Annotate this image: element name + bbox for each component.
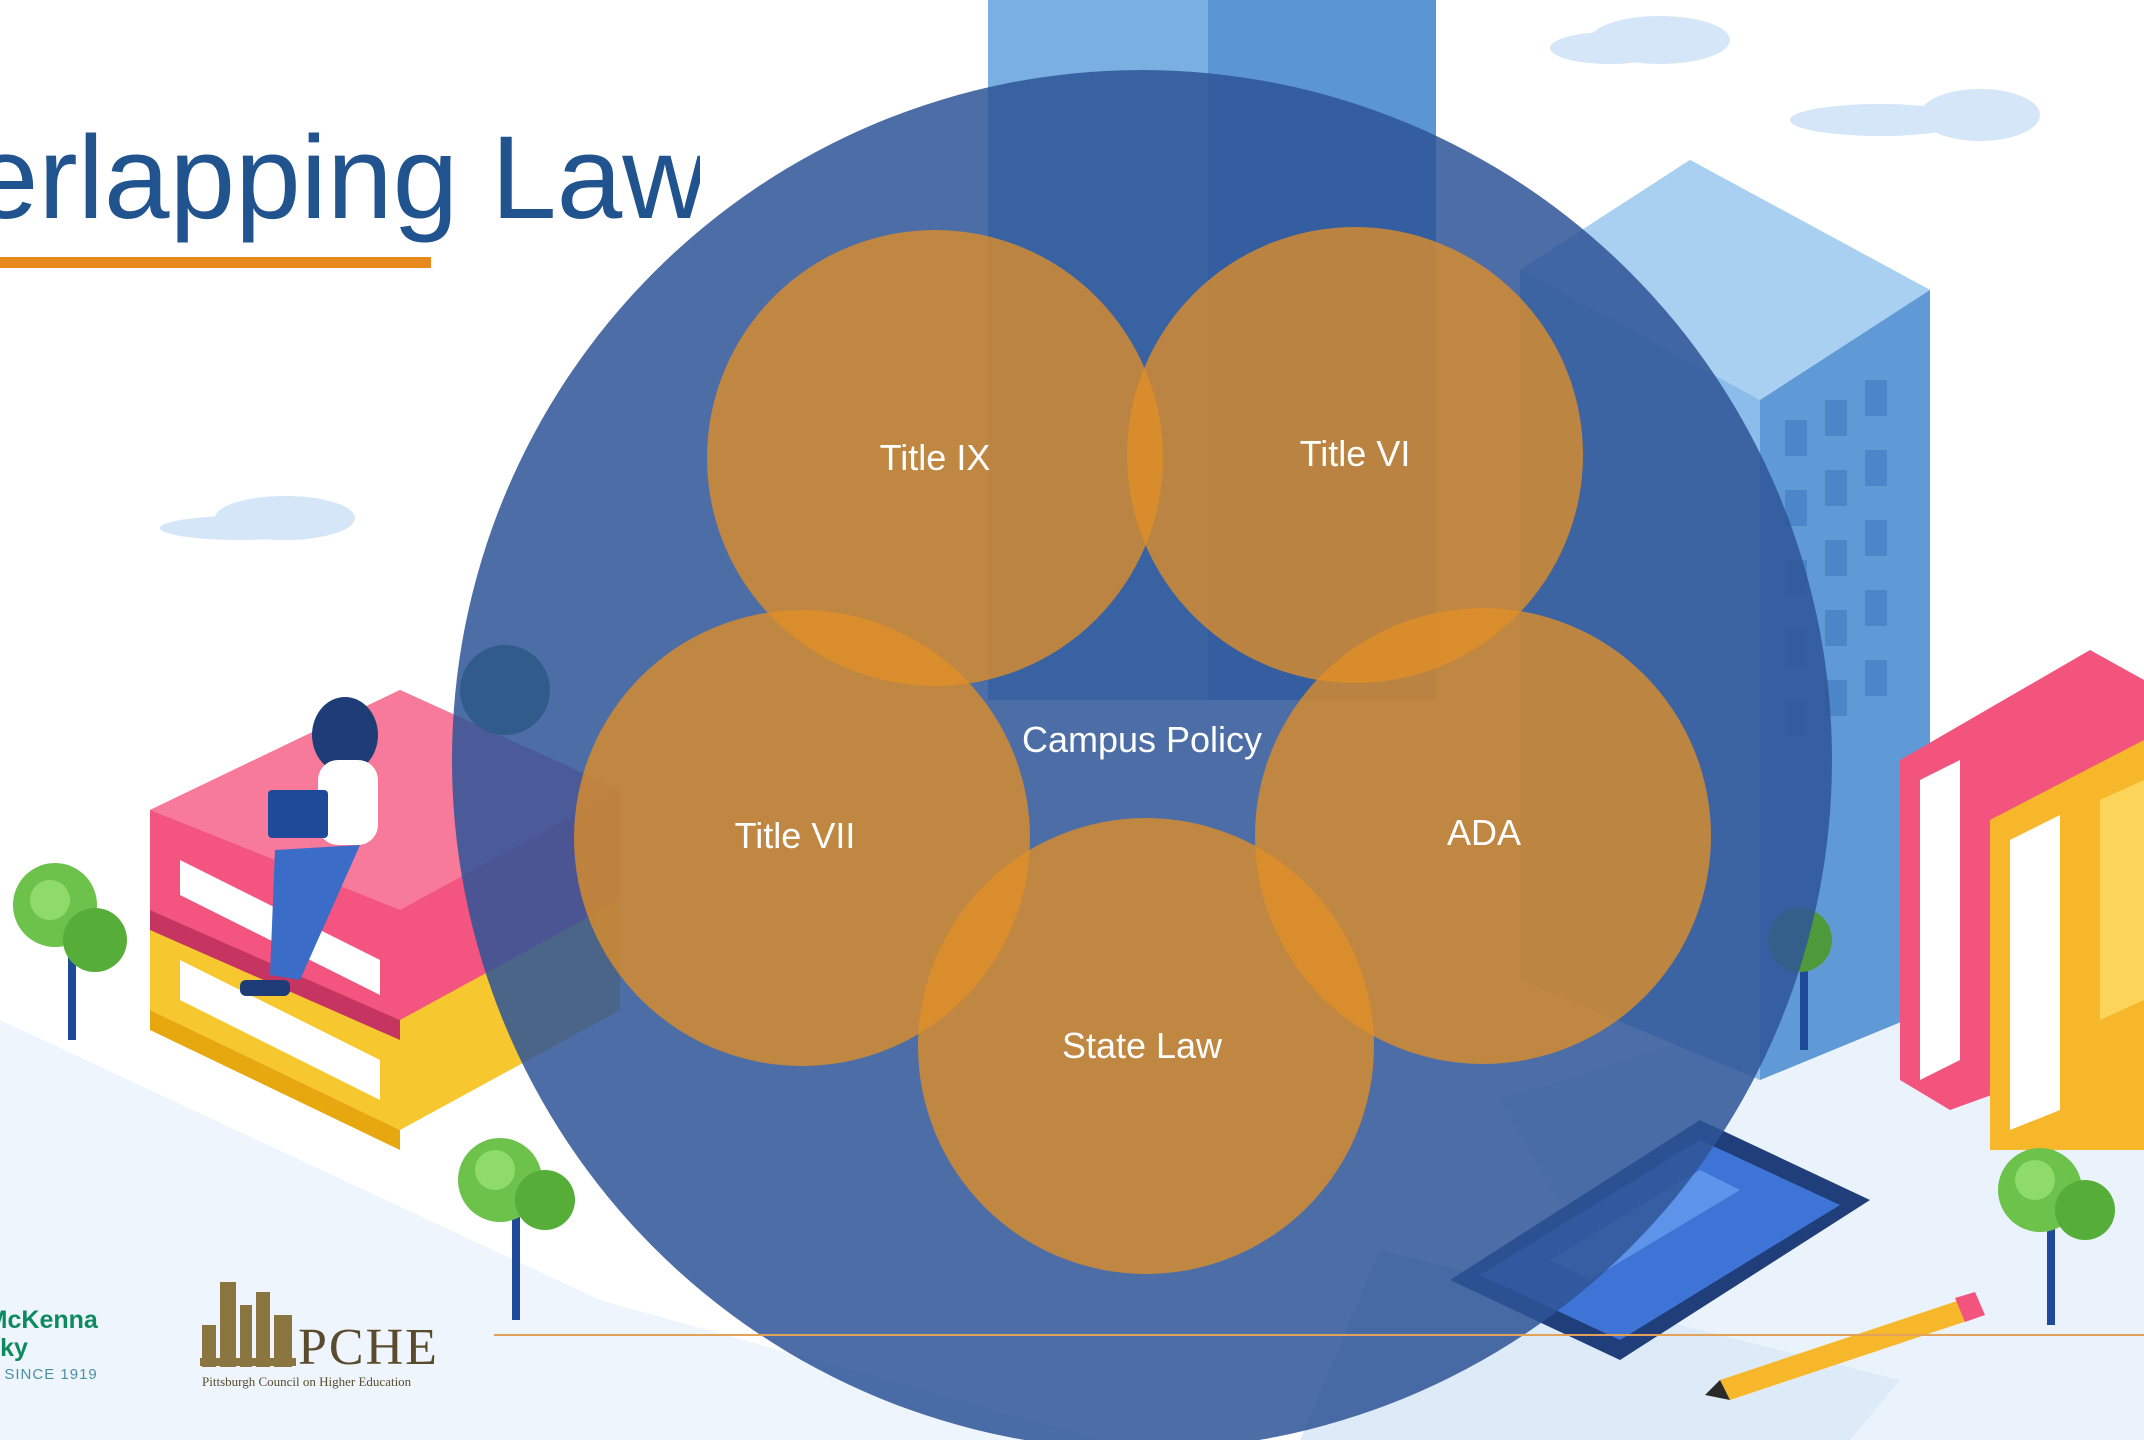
cloud-icon (160, 16, 2040, 540)
ada-label: ADA (1447, 812, 1521, 853)
title-vi-circle (1127, 227, 1583, 683)
pche-name: PCHE (298, 1319, 439, 1376)
firm-name-line2: efsky (0, 1334, 28, 1362)
firm-name-line1: r McKenna (0, 1306, 98, 1334)
title-vii-circle (574, 610, 1030, 1066)
title-underline (0, 257, 431, 268)
pencil-illustration (1705, 1292, 1985, 1400)
pche-full-name: Pittsburgh Council on Higher Education (202, 1374, 412, 1389)
title-ix-label: Title IX (880, 437, 991, 478)
person-reading-illustration (240, 697, 378, 996)
ada-circle (1255, 608, 1711, 1064)
footer-divider (494, 1334, 2144, 1336)
law-circles (574, 227, 1711, 1274)
state-law-circle (918, 818, 1374, 1274)
books-illustration-right (1900, 650, 2144, 1150)
slide-title: Overlapping Laws (0, 112, 700, 244)
firm-tagline: W | SINCE 1919 (0, 1366, 98, 1383)
title-ix-circle (707, 230, 1163, 686)
title-vi-label: Title VI (1300, 433, 1411, 474)
state-law-label: State Law (1062, 1025, 1223, 1066)
law-labels: Title IX Title VI Title VII ADA State Law (735, 433, 1521, 1066)
city-skyline-icon (200, 1282, 296, 1367)
law-firm-logo: r McKenna efsky W | SINCE 1919 (0, 1306, 140, 1386)
title-vii-label: Title VII (735, 815, 856, 856)
campus-policy-label: Campus Policy (1022, 719, 1262, 760)
slide-title-container: Overlapping Laws (0, 0, 700, 260)
pche-logo: PCHE Pittsburgh Council on Higher Educat… (200, 1270, 460, 1395)
